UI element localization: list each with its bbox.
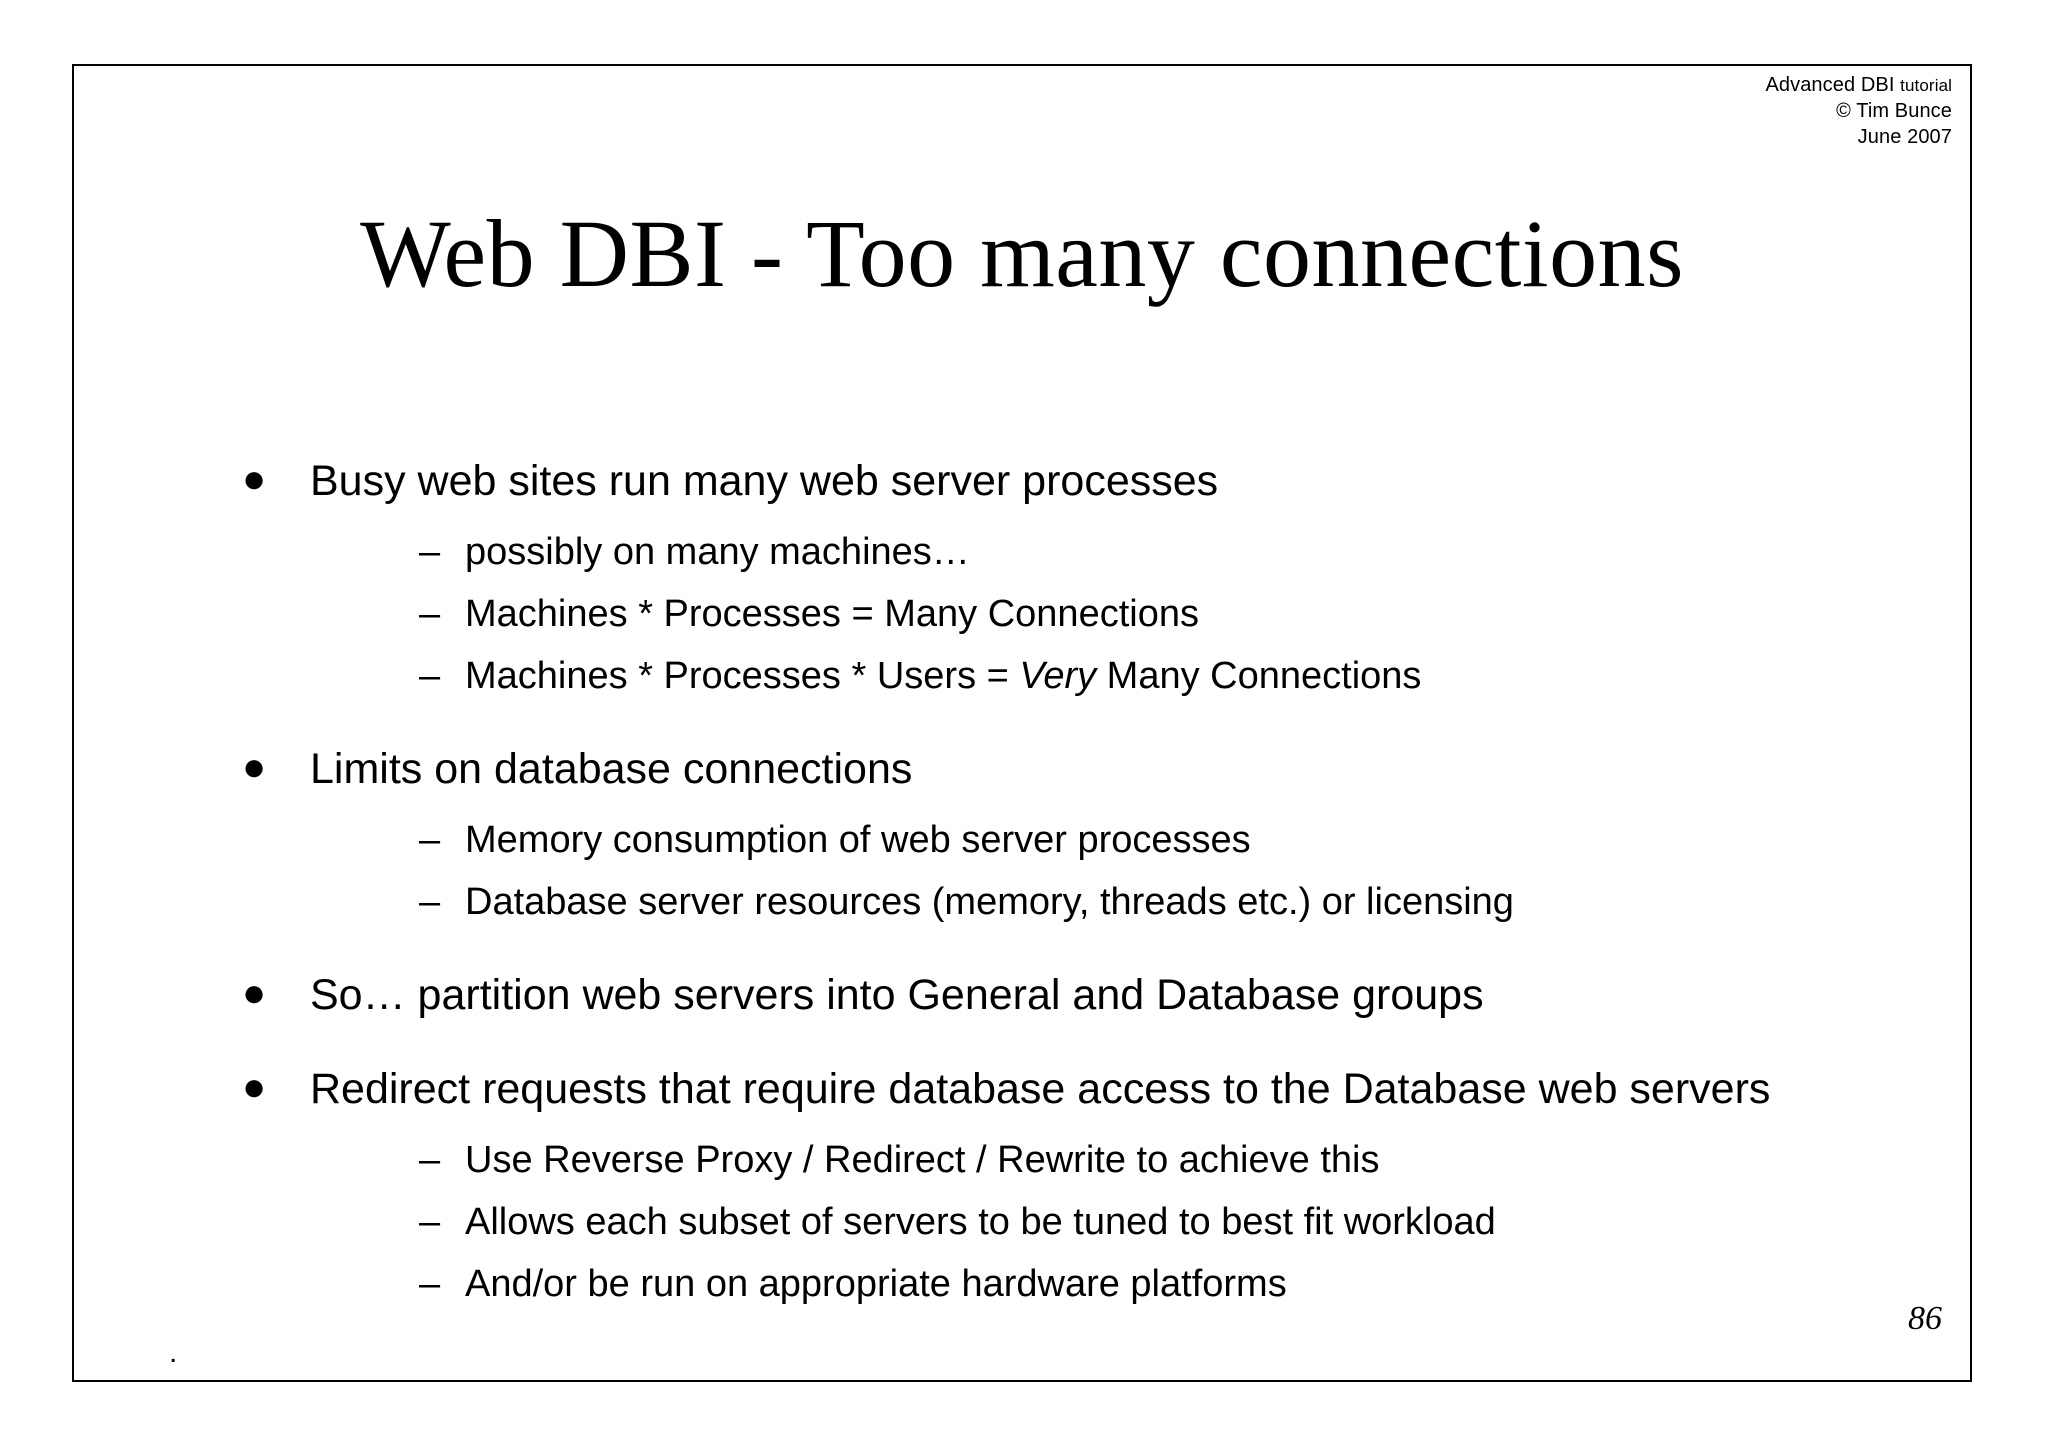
- bullet-text: So… partition web servers into General a…: [310, 971, 1484, 1019]
- page-number: 86: [1908, 1300, 1942, 1337]
- sub-bullet-item: – Allows each subset of servers to be tu…: [74, 1201, 1970, 1246]
- bullet-text: Redirect requests that require database …: [310, 1065, 1771, 1113]
- spacer: [74, 802, 1970, 820]
- dash-marker-icon: –: [419, 1263, 441, 1305]
- sub-bullet-item: – Machines * Processes * Users = Very Ma…: [74, 655, 1970, 700]
- spacer: [74, 1246, 1970, 1264]
- sub-bullet-item: – possibly on many machines…: [74, 531, 1970, 576]
- sub-bullet-text: Database server resources (memory, threa…: [465, 881, 1514, 923]
- spacer: [74, 514, 1970, 532]
- bullet-marker-icon: ●: [242, 745, 267, 789]
- bullet-group-4: ● Redirect requests that require databas…: [74, 1065, 1970, 1308]
- bullet-item: ● Limits on database connections: [74, 745, 1970, 796]
- spacer: [74, 864, 1970, 882]
- bullet-text: Limits on database connections: [310, 745, 913, 793]
- sub-bullet-item: – Database server resources (memory, thr…: [74, 881, 1970, 926]
- dash-marker-icon: –: [419, 881, 441, 923]
- sub-bullet-text: Use Reverse Proxy / Redirect / Rewrite t…: [465, 1139, 1380, 1181]
- trailing-dot: .: [169, 1336, 178, 1369]
- spacer: [74, 700, 1970, 746]
- sub-bullet-text: Machines * Processes = Many Connections: [465, 593, 1199, 635]
- bullet-group-3: ● So… partition web servers into General…: [74, 971, 1970, 1022]
- sub-bullet-item: – Memory consumption of web server proce…: [74, 819, 1970, 864]
- sub-bullet-text-emphasis: Very: [1019, 655, 1097, 697]
- bullet-item: ● Redirect requests that require databas…: [74, 1065, 1970, 1116]
- spacer: [74, 926, 1970, 972]
- sub-bullet-text-pre: Machines * Processes * Users =: [465, 655, 1020, 697]
- sub-bullet-text: And/or be run on appropriate hardware pl…: [465, 1263, 1287, 1305]
- dash-marker-icon: –: [419, 1201, 441, 1243]
- dash-marker-icon: –: [419, 655, 441, 697]
- bullet-marker-icon: ●: [242, 1065, 267, 1109]
- bullet-group-1: ● Busy web sites run many web server pro…: [74, 457, 1970, 700]
- bullet-group-2: ● Limits on database connections – Memor…: [74, 745, 1970, 926]
- sub-bullet-text: possibly on many machines…: [465, 531, 970, 573]
- slide-header: Advanced DBI tutorial © Tim Bunce June 2…: [1765, 72, 1952, 150]
- header-line-title: Advanced DBI tutorial: [1765, 72, 1952, 98]
- sub-bullet-item: – Use Reverse Proxy / Redirect / Rewrite…: [74, 1139, 1970, 1184]
- bullet-marker-icon: ●: [242, 971, 267, 1015]
- sub-bullet-text: Allows each subset of servers to be tune…: [465, 1201, 1496, 1243]
- sub-bullet-item: – And/or be run on appropriate hardware …: [74, 1263, 1970, 1308]
- dash-marker-icon: –: [419, 819, 441, 861]
- header-date: June 2007: [1857, 126, 1952, 148]
- bullet-item: ● Busy web sites run many web server pro…: [74, 457, 1970, 508]
- slide-frame: Advanced DBI tutorial © Tim Bunce June 2…: [72, 64, 1972, 1382]
- dash-marker-icon: –: [419, 1139, 441, 1181]
- sub-bullet-text: Memory consumption of web server process…: [465, 819, 1251, 861]
- header-course-name: Advanced DBI: [1765, 74, 1895, 96]
- spacer: [74, 576, 1970, 594]
- spacer: [74, 1028, 1970, 1066]
- header-course-suffix: tutorial: [1900, 76, 1952, 95]
- bullet-text: Busy web sites run many web server proce…: [310, 457, 1219, 505]
- spacer: [74, 1122, 1970, 1140]
- dash-marker-icon: –: [419, 531, 441, 573]
- bullet-marker-icon: ●: [242, 457, 267, 501]
- bullet-item: ● So… partition web servers into General…: [74, 971, 1970, 1022]
- dash-marker-icon: –: [419, 593, 441, 635]
- slide-title: Web DBI - Too many connections: [360, 200, 1684, 307]
- slide-body: ● Busy web sites run many web server pro…: [74, 457, 1970, 1308]
- sub-bullet-item: – Machines * Processes = Many Connection…: [74, 593, 1970, 638]
- sub-bullet-text-post: Many Connections: [1096, 655, 1422, 697]
- spacer: [74, 638, 1970, 656]
- header-copyright: © Tim Bunce: [1836, 100, 1952, 122]
- spacer: [74, 1184, 1970, 1202]
